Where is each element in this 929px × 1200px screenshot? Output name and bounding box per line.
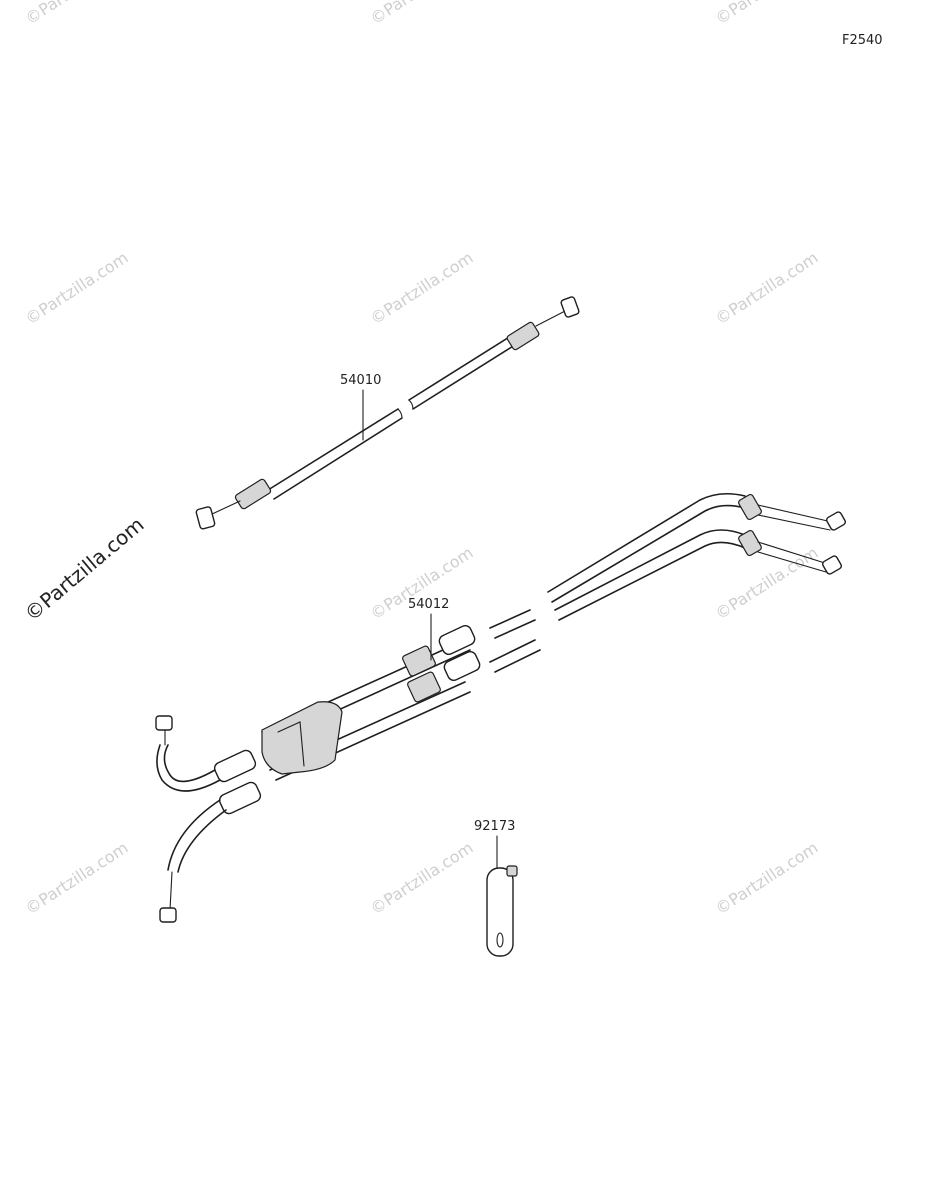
- watermark-text: ©Partzilla.com: [367, 248, 477, 328]
- watermark-text: ©Partzilla.com: [712, 838, 822, 918]
- cable-54012: [155, 492, 847, 923]
- clamp-92173: [486, 835, 518, 957]
- watermark-group: ©Partzilla.com ©Partzilla.com ©Partzilla…: [22, 0, 822, 918]
- watermark-text: ©Partzilla.com: [22, 838, 132, 918]
- part-number-92173: 92173: [474, 819, 515, 834]
- figure-code: F2540: [842, 33, 883, 48]
- part-number-54012: 54012: [408, 597, 449, 612]
- watermark-text: ©Partzilla.com: [22, 0, 132, 28]
- part-number-54010: 54010: [340, 373, 381, 388]
- brand-watermark: ©Partzilla.com: [20, 512, 149, 626]
- watermark-text: ©Partzilla.com: [22, 248, 132, 328]
- watermark-text: ©Partzilla.com: [367, 838, 477, 918]
- watermark-text: ©Partzilla.com: [712, 248, 822, 328]
- watermark-text: ©Partzilla.com: [712, 0, 822, 28]
- cable-54010: [195, 296, 580, 530]
- watermark-text: ©Partzilla.com: [367, 0, 477, 28]
